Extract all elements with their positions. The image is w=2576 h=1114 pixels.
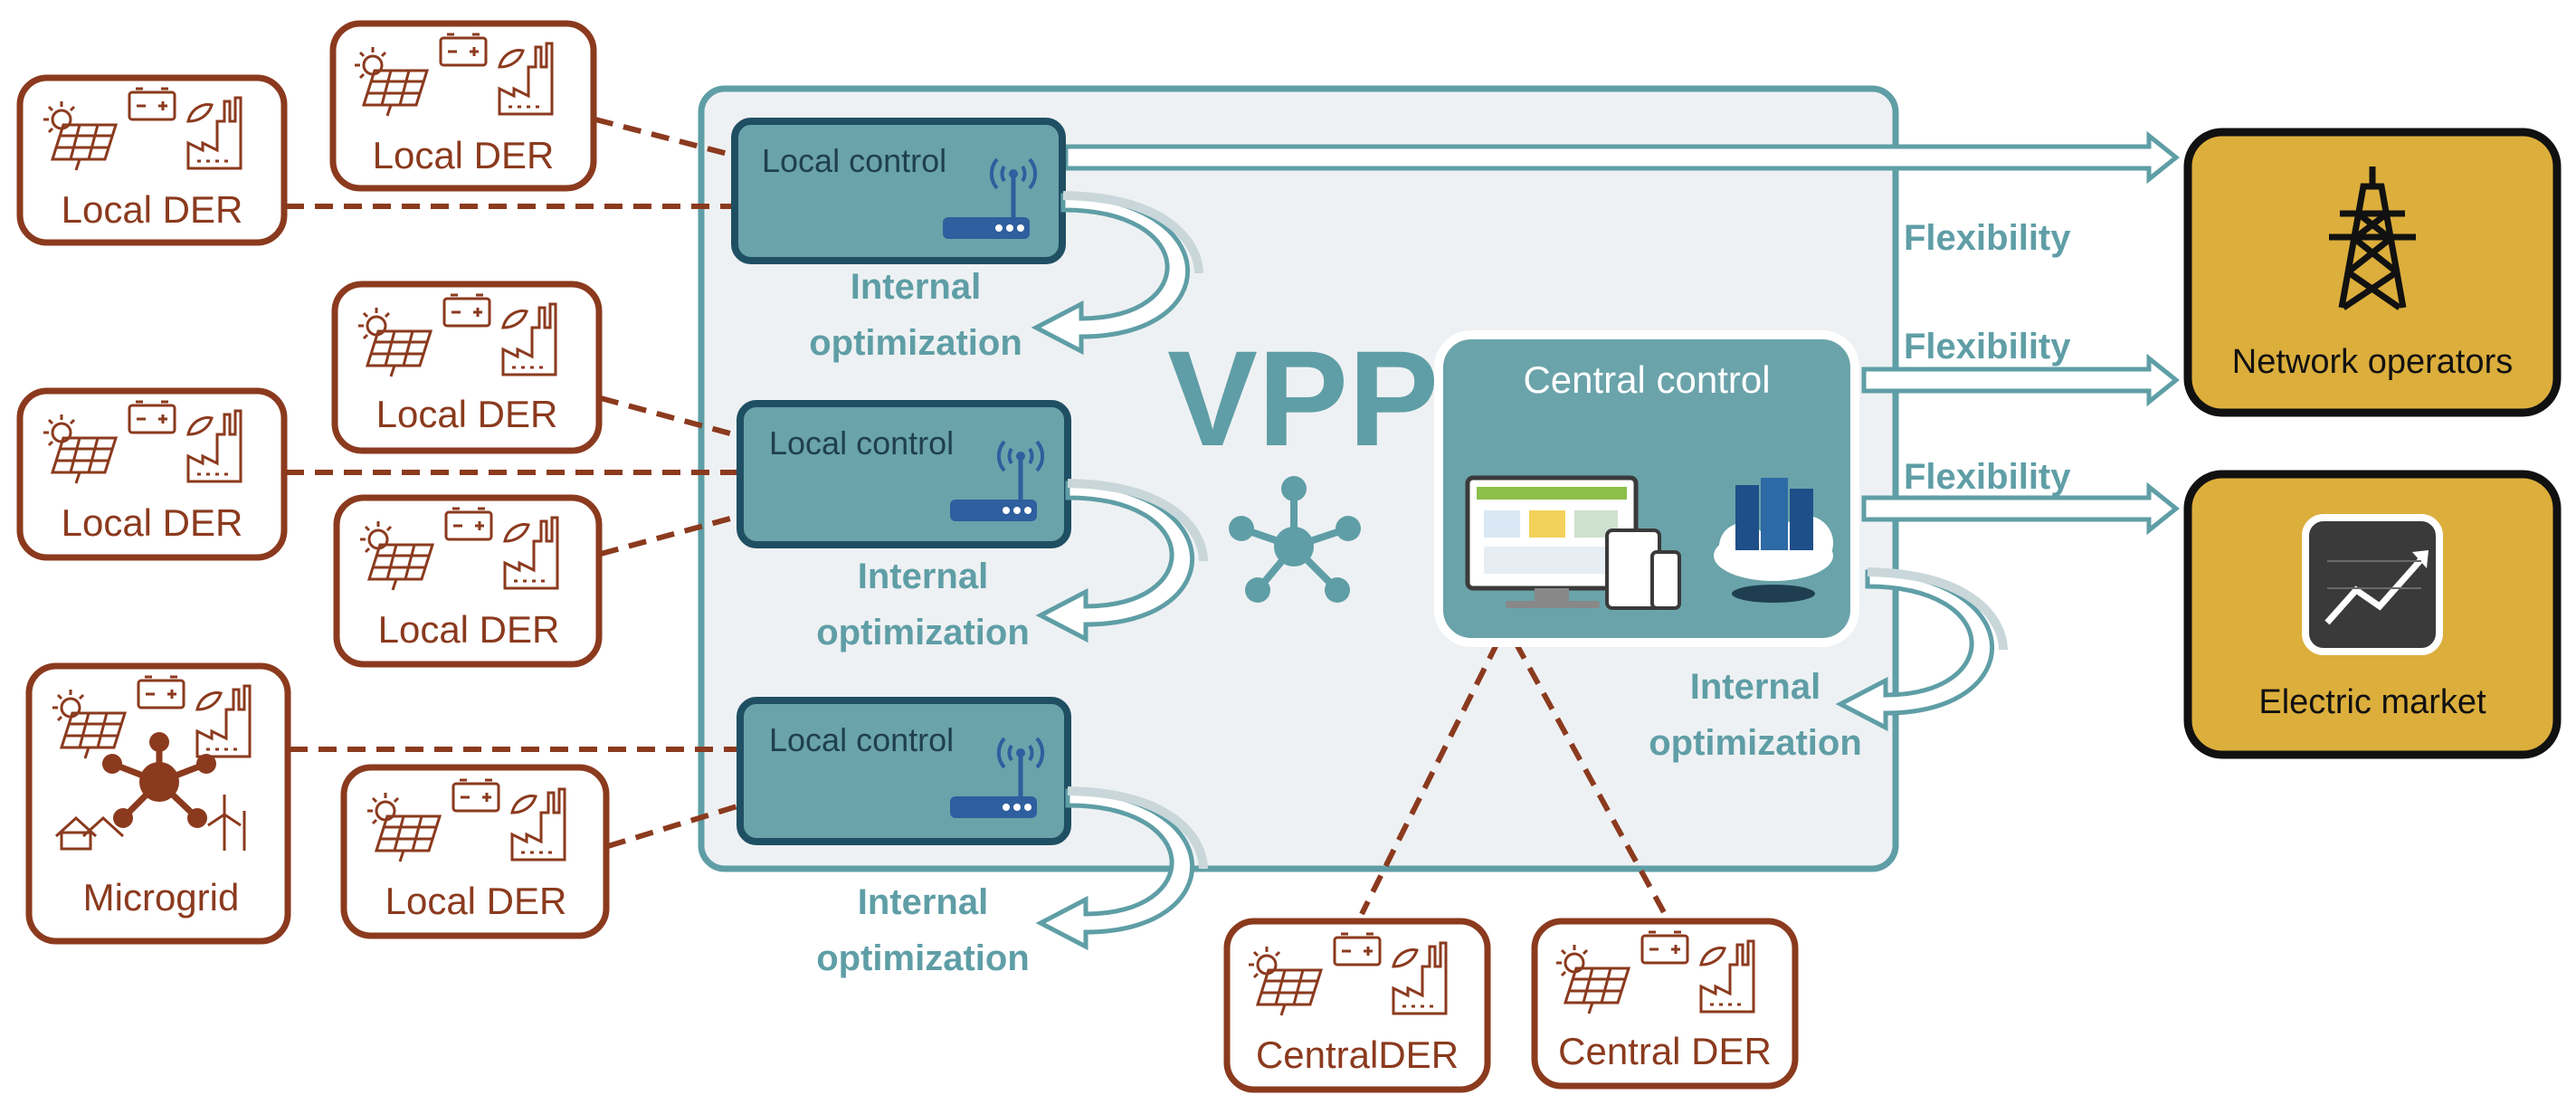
optimization-label: Internal: [851, 267, 981, 307]
market-chart-icon: [2302, 514, 2443, 655]
local-control-2: Local control Internal optimization: [737, 400, 1203, 652]
optimization-label: Internal: [858, 557, 988, 596]
optimization-label: optimization: [816, 613, 1030, 652]
local-control-1: Local control Internal optimization: [731, 118, 1199, 363]
optimization-label: optimization: [809, 323, 1022, 363]
der-label: Local DER: [378, 608, 560, 651]
central-control-label: Central control: [1523, 358, 1770, 401]
houses-icon: [54, 815, 125, 851]
electric-market-box: Electric market: [2183, 470, 2562, 759]
der-label: CentralDER: [1256, 1033, 1459, 1076]
der-box-6: Local DER: [340, 764, 610, 939]
flexibility-arrows: [1063, 130, 2181, 536]
electric-market-label: Electric market: [2258, 683, 2486, 721]
dashboard-devices-icon: [1465, 475, 1681, 610]
wind-turbine-icon: [207, 795, 246, 851]
transmission-tower-icon: [2329, 167, 2416, 310]
flexibility-label: Flexibility: [1904, 457, 2071, 497]
flexibility-label: Flexibility: [1904, 218, 2071, 258]
der-label: Local DER: [376, 393, 558, 435]
optimization-label: optimization: [816, 938, 1030, 978]
microgrid-label: Microgrid: [83, 876, 240, 919]
central-control: Central control Internal optimization: [1434, 330, 2003, 763]
network-operators-label: Network operators: [2232, 343, 2513, 381]
local-control-label: Local control: [769, 721, 954, 758]
der-label: Central DER: [1558, 1030, 1772, 1072]
local-control-3: Local control Internal optimization: [737, 697, 1203, 978]
microgrid-hub-icon: [102, 732, 216, 828]
central-der-box-2: Central DER: [1531, 918, 1799, 1090]
flexibility-label: Flexibility: [1904, 327, 2071, 367]
der-box-1: Local DER: [329, 20, 597, 192]
der-box-4: Local DER: [16, 387, 288, 561]
cloud-server-icon: [1714, 478, 1833, 603]
optimization-label: optimization: [1649, 723, 1862, 763]
der-label: Local DER: [385, 880, 567, 922]
local-control-label: Local control: [769, 424, 954, 462]
optimization-label: Internal: [1690, 667, 1820, 707]
der-box-3: Local DER: [331, 281, 603, 454]
der-label: Local DER: [62, 188, 243, 231]
central-der-box-1: CentralDER: [1223, 918, 1491, 1093]
der-box-5: Local DER: [333, 494, 603, 668]
der-connections: [286, 117, 1668, 916]
der-label: Local DER: [62, 501, 243, 544]
der-label: Local DER: [373, 134, 555, 176]
der-box-2: Local DER: [16, 74, 288, 246]
network-operators-box: Network operators: [2183, 128, 2562, 417]
microgrid-box: Microgrid: [25, 662, 291, 945]
vpp-title: VPP: [1167, 322, 1439, 474]
optimization-label: Internal: [858, 882, 988, 922]
network-hub-icon: [1229, 476, 1361, 603]
local-control-label: Local control: [762, 142, 946, 179]
